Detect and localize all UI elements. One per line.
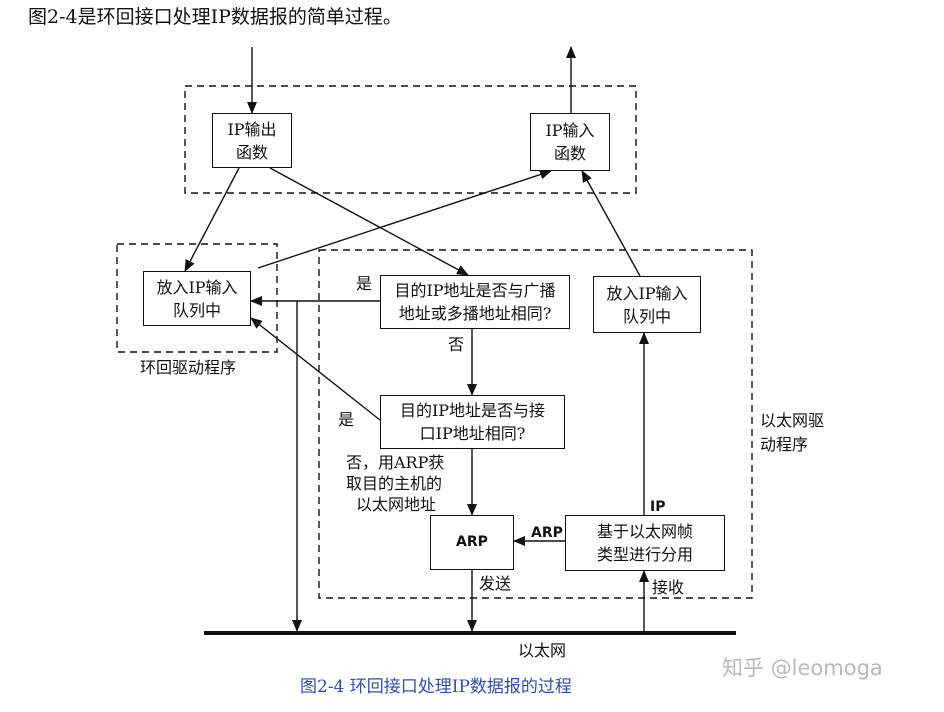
arrow-interface-yes	[250, 317, 381, 421]
no-arp-label-2: 取目的主机的	[346, 474, 443, 493]
ip-output-line1: IP输出	[227, 119, 277, 139]
demux-line2: 类型进行分用	[596, 545, 693, 564]
arp-edge-label: ARP	[531, 525, 563, 541]
ethernet-queue-box: 放入IP输入队列中	[593, 276, 701, 333]
loopback-queue-line1: 放入IP输入	[156, 277, 238, 297]
arrow-ethqueue-to-ipinput	[581, 170, 641, 277]
loopback-queue-box: 放入IP输入队列中	[143, 271, 251, 326]
no-arp-label-1: 否，用ARP获	[346, 453, 445, 472]
ethernet-driver-label-2: 动程序	[760, 435, 809, 454]
broadcast-check-box: 目的IP地址是否与广播地址或多播地址相同?	[380, 275, 570, 329]
ethernet-driver-group	[318, 249, 753, 599]
watermark-text: 知乎 @leomoga	[722, 656, 883, 680]
ethernet-label: 以太网	[518, 641, 567, 660]
no-arp-label-3: 以太网地址	[356, 495, 437, 514]
heading-text: 图2-4是环回接口处理IP数据报的简单过程。	[28, 6, 402, 28]
arrow-loopqueue-to-ipinput	[257, 169, 552, 269]
loopback-driver-group	[116, 243, 278, 353]
ip-output-line2: 函数	[235, 142, 268, 162]
ip-output-box: IP输出函数	[212, 113, 292, 168]
yes-interface-label: 是	[338, 410, 355, 429]
ethernet-queue-line2: 队列中	[622, 306, 671, 326]
ip-input-line2: 函数	[553, 144, 586, 163]
demux-line1: 基于以太网帧	[596, 522, 693, 541]
figure-caption: 图2-4 环回接口处理IP数据报的过程	[300, 677, 572, 697]
arp-box-label: ARP	[456, 534, 488, 550]
ip-functions-group	[184, 85, 637, 194]
loopback-driver-label: 环回驱动程序	[140, 358, 237, 377]
yes-broadcast-label: 是	[356, 274, 373, 293]
ethernet-queue-line1: 放入IP输入	[606, 283, 688, 303]
ip-edge-label: IP	[650, 499, 666, 515]
loopback-queue-line2: 队列中	[172, 300, 221, 320]
ethernet-driver-label-1: 以太网驱	[760, 411, 825, 430]
receive-label: 接收	[652, 578, 685, 597]
ip-input-line1: IP输入	[545, 121, 595, 140]
arrow-ipout-to-loopqueue	[184, 167, 240, 272]
no-broadcast-label: 否	[448, 335, 465, 354]
interface-check-box: 目的IP地址是否与接口IP地址相同?	[380, 395, 565, 449]
send-label: 发送	[479, 574, 512, 593]
interface-check-line2: 口IP地址相同?	[419, 424, 526, 443]
broadcast-check-line2: 地址或多播地址相同?	[398, 304, 552, 323]
arp-box: ARP	[430, 515, 514, 570]
interface-check-line1: 目的IP地址是否与接	[399, 401, 546, 420]
ip-input-box: IP输入函数	[530, 113, 610, 171]
broadcast-check-line1: 目的IP地址是否与广播	[394, 281, 556, 300]
demux-box: 基于以太网帧类型进行分用	[565, 515, 725, 571]
arrow-ipout-to-broadcast	[269, 167, 469, 276]
